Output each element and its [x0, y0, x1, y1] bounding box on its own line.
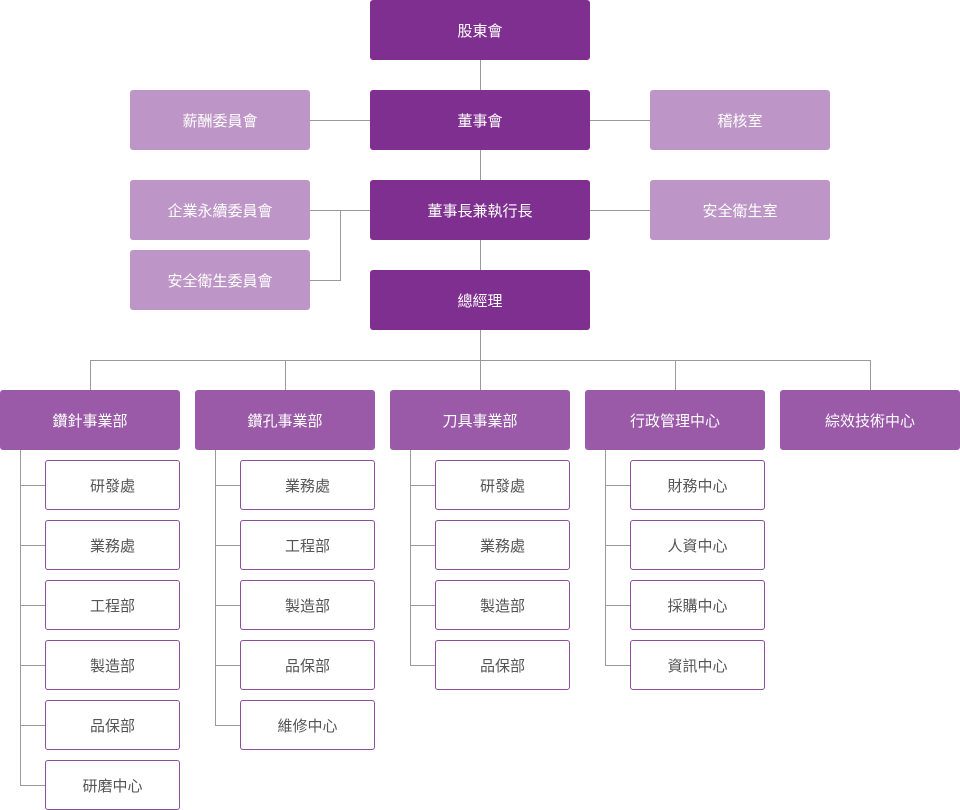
- connector: [20, 785, 45, 786]
- connector: [310, 120, 370, 121]
- safety-committee-node[interactable]: 安全衛生委員會: [130, 250, 310, 310]
- unit-node[interactable]: 研磨中心: [45, 760, 180, 810]
- unit-node[interactable]: 製造部: [435, 580, 570, 630]
- board-node[interactable]: 董事會: [370, 90, 590, 150]
- connector: [410, 485, 435, 486]
- division-node[interactable]: 刀具事業部: [390, 390, 570, 450]
- connector: [215, 725, 240, 726]
- unit-node[interactable]: 製造部: [45, 640, 180, 690]
- connector: [215, 605, 240, 606]
- connector: [605, 605, 630, 606]
- audit-office-node[interactable]: 稽核室: [650, 90, 830, 150]
- connector: [605, 665, 630, 666]
- unit-node[interactable]: 維修中心: [240, 700, 375, 750]
- unit-node[interactable]: 工程部: [45, 580, 180, 630]
- connector: [870, 360, 871, 390]
- connector: [675, 360, 676, 390]
- unit-node[interactable]: 業務處: [45, 520, 180, 570]
- connector: [215, 545, 240, 546]
- unit-node[interactable]: 製造部: [240, 580, 375, 630]
- unit-node[interactable]: 採購中心: [630, 580, 765, 630]
- unit-node[interactable]: 業務處: [435, 520, 570, 570]
- connector: [310, 280, 341, 281]
- sustainability-committee-node[interactable]: 企業永續委員會: [130, 180, 310, 240]
- connector: [90, 360, 91, 390]
- connector: [590, 210, 650, 211]
- connector: [215, 485, 240, 486]
- unit-node[interactable]: 人資中心: [630, 520, 765, 570]
- unit-node[interactable]: 資訊中心: [630, 640, 765, 690]
- division-node[interactable]: 鑽針事業部: [0, 390, 180, 450]
- compensation-committee-node[interactable]: 薪酬委員會: [130, 90, 310, 150]
- connector: [20, 485, 45, 486]
- connector: [590, 120, 650, 121]
- unit-node[interactable]: 品保部: [45, 700, 180, 750]
- unit-node[interactable]: 業務處: [240, 460, 375, 510]
- connector: [605, 485, 630, 486]
- connector: [215, 665, 240, 666]
- connector: [20, 725, 45, 726]
- unit-node[interactable]: 財務中心: [630, 460, 765, 510]
- connector: [215, 450, 216, 726]
- unit-node[interactable]: 研發處: [45, 460, 180, 510]
- division-node[interactable]: 綜效技術中心: [780, 390, 960, 450]
- division-node[interactable]: 鑽孔事業部: [195, 390, 375, 450]
- chairman-ceo-node[interactable]: 董事長兼執行長: [370, 180, 590, 240]
- division-node[interactable]: 行政管理中心: [585, 390, 765, 450]
- connector: [480, 360, 481, 390]
- unit-node[interactable]: 品保部: [435, 640, 570, 690]
- connector: [605, 545, 630, 546]
- unit-node[interactable]: 工程部: [240, 520, 375, 570]
- shareholders-node[interactable]: 股東會: [370, 0, 590, 60]
- connector: [340, 210, 341, 281]
- connector: [410, 450, 411, 666]
- connector: [410, 665, 435, 666]
- unit-node[interactable]: 研發處: [435, 460, 570, 510]
- connector: [20, 605, 45, 606]
- connector: [605, 450, 606, 666]
- general-manager-node[interactable]: 總經理: [370, 270, 590, 330]
- connector: [410, 545, 435, 546]
- connector: [20, 450, 21, 786]
- connector: [285, 360, 286, 390]
- unit-node[interactable]: 品保部: [240, 640, 375, 690]
- connector: [410, 605, 435, 606]
- connector: [20, 665, 45, 666]
- safety-office-node[interactable]: 安全衛生室: [650, 180, 830, 240]
- connector: [20, 545, 45, 546]
